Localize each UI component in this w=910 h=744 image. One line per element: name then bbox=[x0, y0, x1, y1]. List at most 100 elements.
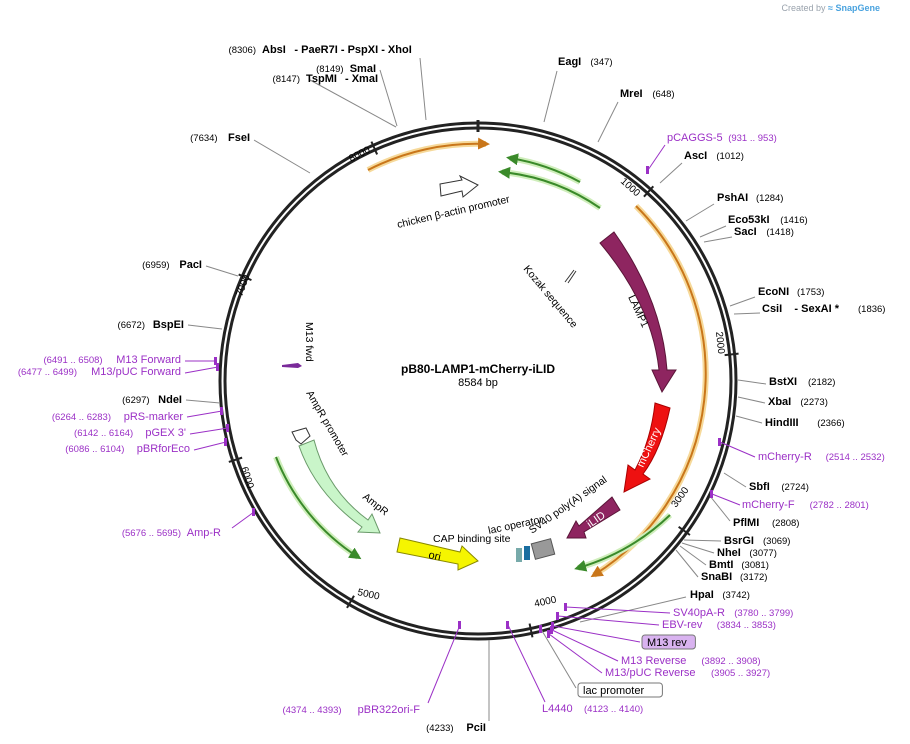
primer-prs-marker[interactable]: pRS-marker(6264 .. 6283) bbox=[52, 411, 183, 423]
enzyme-site-econi[interactable]: EcoNI(1753) bbox=[758, 286, 824, 298]
enzyme-name: HpaI bbox=[690, 589, 714, 601]
lac-operator-feature[interactable] bbox=[524, 546, 530, 560]
enzyme-site-bstxi[interactable]: BstXI(2182) bbox=[769, 376, 835, 388]
tick-label-2000: 2000 bbox=[713, 331, 726, 355]
enzyme-site-pflmi[interactable]: PflMI(2808) bbox=[733, 517, 799, 529]
cap-site-feature[interactable] bbox=[516, 548, 522, 562]
enzyme-position: (8306) bbox=[229, 45, 256, 56]
primer-pcaggs-5[interactable]: pCAGGS-5(931 .. 953) bbox=[667, 132, 777, 144]
enzyme-position: (1418) bbox=[766, 227, 793, 238]
primer-m13-reverse[interactable]: M13 Reverse(3892 .. 3908) bbox=[621, 655, 761, 667]
enzyme-site-sbfi[interactable]: SbfI(2724) bbox=[749, 481, 809, 493]
primer-pgex-3-[interactable]: pGEX 3'(6142 .. 6164) bbox=[74, 427, 186, 439]
primer-name: EBV-rev bbox=[662, 619, 703, 631]
primer-m13-puc-forward[interactable]: M13/pUC Forward(6477 .. 6499) bbox=[18, 366, 181, 378]
enzyme-position: (3077) bbox=[749, 548, 776, 559]
primer-leader bbox=[184, 366, 219, 374]
primer-m13-rev[interactable]: M13 rev bbox=[641, 634, 696, 650]
primer-box bbox=[641, 634, 696, 650]
tick-3000 bbox=[678, 525, 691, 536]
primer-position: (6142 .. 6164) bbox=[74, 428, 133, 439]
primer-position: (3905 .. 3927) bbox=[711, 668, 770, 679]
primer-leader bbox=[711, 493, 741, 506]
enzyme-site-csii[interactable]: CsiI- SexAI *(1836) bbox=[762, 303, 885, 315]
ampr-promoter-feature[interactable] bbox=[291, 427, 311, 445]
primer-mark bbox=[214, 357, 217, 365]
chicken-actin-promoter-arrow[interactable] bbox=[439, 174, 479, 198]
primer-mark bbox=[550, 626, 553, 634]
enzyme-name: NheI bbox=[717, 547, 741, 559]
credit-prefix: Created by bbox=[781, 3, 826, 13]
primer-position: (3780 .. 3799) bbox=[734, 608, 793, 619]
enzyme-site-snabi[interactable]: SnaBI(3172) bbox=[701, 571, 767, 583]
enzyme-position: (6672) bbox=[118, 320, 145, 331]
primer-ebv-rev[interactable]: EBV-rev(3834 .. 3853) bbox=[662, 619, 776, 631]
leader-PacI bbox=[205, 265, 239, 277]
enzyme-site-absi[interactable]: AbsI- PaeR7I - PspXI - XhoI(8306) bbox=[229, 44, 412, 56]
leader-AscI bbox=[659, 162, 683, 184]
primer-sv40pa-r[interactable]: SV40pA-R(3780 .. 3799) bbox=[673, 607, 793, 619]
enzyme-extra: - XmaI bbox=[345, 73, 378, 85]
primer-lac-promoter[interactable]: lac promoter bbox=[577, 682, 663, 698]
leader-EcoNI bbox=[729, 296, 756, 307]
primer-pbr322ori-f[interactable]: pBR322ori-F(4374 .. 4393) bbox=[282, 704, 420, 716]
enzyme-site-eco53ki[interactable]: Eco53kI(1416) bbox=[728, 214, 808, 226]
enzyme-name: CsiI bbox=[762, 303, 782, 315]
primer-l4440[interactable]: L4440(4123 .. 4140) bbox=[542, 703, 643, 715]
primer-leader bbox=[719, 441, 756, 458]
enzyme-site-xbai[interactable]: XbaI(2273) bbox=[768, 396, 828, 408]
primer-position: (6086 .. 6104) bbox=[65, 444, 124, 455]
enzyme-site-hpai[interactable]: HpaI(3742) bbox=[690, 589, 750, 601]
ampr-feature[interactable] bbox=[298, 439, 381, 534]
primer-m13-puc-reverse[interactable]: M13/pUC Reverse (3905 .. 3927) bbox=[605, 667, 770, 679]
enzyme-site-eagi[interactable]: EagI(347) bbox=[558, 56, 613, 68]
ori-feature[interactable] bbox=[396, 537, 479, 571]
lamp1-feature[interactable] bbox=[599, 231, 677, 394]
leader-NdeI bbox=[185, 399, 221, 404]
chicken-actin-promoter-label: chicken β-actin promoter bbox=[396, 193, 511, 231]
enzyme-site-hindiii[interactable]: HindIII(2366) bbox=[765, 417, 845, 429]
enzyme-position: (6959) bbox=[142, 260, 169, 271]
enzyme-site-ndei[interactable]: NdeI(6297) bbox=[122, 394, 182, 406]
enzyme-site-pshai[interactable]: PshAI(1284) bbox=[717, 192, 783, 204]
primer-leader bbox=[552, 625, 641, 643]
primer-pbrforeco[interactable]: pBRforEco(6086 .. 6104) bbox=[65, 443, 190, 455]
enzyme-site-nhei[interactable]: NheI (3077) bbox=[717, 547, 777, 559]
credit-brand: SnapGene bbox=[835, 3, 880, 13]
leader-Eco53kI bbox=[699, 225, 727, 238]
primer-leader bbox=[540, 628, 577, 689]
enzyme-site-pcii[interactable]: PciI(4233) bbox=[426, 722, 486, 734]
mcherry-feature[interactable] bbox=[623, 402, 671, 493]
enzyme-site-paci[interactable]: PacI(6959) bbox=[142, 259, 202, 271]
leader-CsiI bbox=[733, 312, 761, 315]
enzyme-position: (2808) bbox=[772, 518, 799, 529]
sv40-polya-feature[interactable] bbox=[530, 538, 556, 560]
primer-name: M13/pUC Forward bbox=[91, 366, 181, 378]
ilid-feature[interactable] bbox=[566, 496, 621, 539]
tick-label-5000: 5000 bbox=[356, 587, 380, 602]
tick-6000 bbox=[228, 456, 243, 463]
enzyme-site-bspei[interactable]: BspEI(6672) bbox=[118, 319, 184, 331]
enzyme-site-mrei[interactable]: MreI(648) bbox=[620, 88, 675, 100]
enzyme-position: (1753) bbox=[797, 287, 824, 298]
enzyme-site-bmti[interactable]: BmtI(3081) bbox=[709, 559, 769, 571]
enzyme-site-tspmi[interactable]: TspMI- XmaI(8147) bbox=[273, 73, 378, 85]
primer-mcherry-r[interactable]: mCherry-R(2514 .. 2532) bbox=[758, 451, 885, 463]
leader-EagI bbox=[543, 70, 558, 123]
tick-2000 bbox=[724, 352, 739, 357]
enzyme-site-saci[interactable]: SacI(1418) bbox=[734, 226, 794, 238]
enzyme-site-bsrgi[interactable]: BsrGI(3069) bbox=[724, 535, 790, 547]
m13-fwd-feature[interactable] bbox=[282, 363, 302, 368]
primer-name: M13 rev bbox=[647, 637, 687, 649]
primer-m13-forward[interactable]: M13 Forward(6491 .. 6508) bbox=[43, 354, 181, 366]
enzyme-site-asci[interactable]: AscI(1012) bbox=[684, 150, 744, 162]
enzyme-site-smai[interactable]: SmaI(8149) bbox=[316, 63, 376, 75]
primer-name: M13/pUC Reverse bbox=[605, 667, 695, 679]
primer-mcherry-f[interactable]: mCherry-F(2782 .. 2801) bbox=[742, 499, 869, 511]
primer-amp-r[interactable]: Amp-R(5676 .. 5695) bbox=[122, 527, 221, 539]
enzyme-name: XbaI bbox=[768, 396, 791, 408]
primer-leader bbox=[427, 624, 461, 704]
primer-mark bbox=[458, 621, 461, 629]
enzyme-site-fsei[interactable]: FseI(7634) bbox=[190, 132, 250, 144]
primer-position: (4123 .. 4140) bbox=[584, 704, 643, 715]
